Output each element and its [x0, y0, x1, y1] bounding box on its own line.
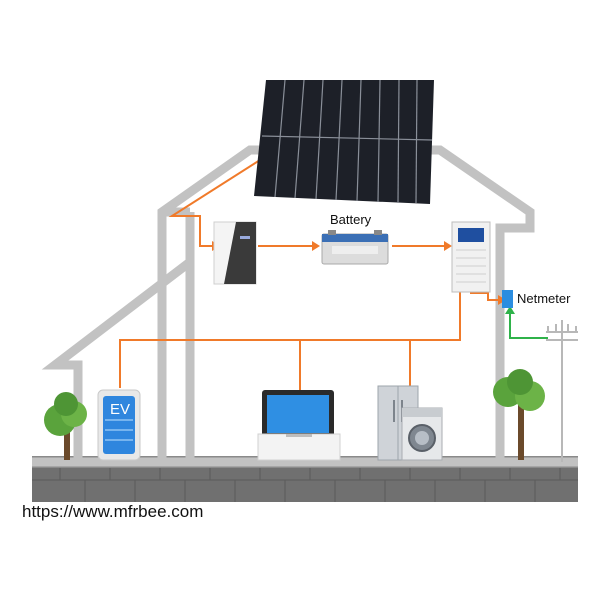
- battery-icon: [321, 230, 389, 265]
- netmeter-icon: [502, 290, 513, 308]
- ev-charger-icon: [97, 389, 141, 461]
- watermark-url: https://www.mfrbee.com: [22, 502, 204, 521]
- battery-label: Battery: [330, 212, 372, 227]
- grid-line: [509, 312, 548, 339]
- washing-machine-icon: [401, 407, 443, 461]
- laptop-icon: [257, 390, 341, 461]
- ev-label: EV: [110, 401, 130, 418]
- tree-icon: [44, 392, 87, 460]
- tree-icon: [493, 369, 545, 460]
- utility-pole-icon: [546, 320, 578, 462]
- netmeter-label: Netmeter: [517, 291, 571, 306]
- power-lines: [119, 159, 500, 390]
- inverter-icon: [213, 221, 257, 285]
- charge-controller-icon: [451, 221, 491, 293]
- solar-panel-icon: [254, 79, 434, 204]
